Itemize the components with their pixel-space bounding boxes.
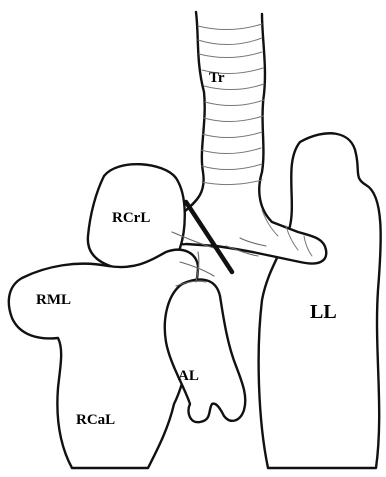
label-right-middle-lobe: RML — [36, 292, 71, 308]
label-accessory-lobe: AL — [178, 368, 199, 384]
label-left-lobe: LL — [310, 301, 337, 323]
label-right-caudal-lobe: RCaL — [76, 412, 115, 428]
label-trachea: Tr — [209, 70, 225, 86]
label-right-cranial-lobe: RCrL — [112, 210, 150, 226]
accessory-lobe — [165, 280, 246, 423]
right-caudal-lobe — [9, 250, 198, 468]
